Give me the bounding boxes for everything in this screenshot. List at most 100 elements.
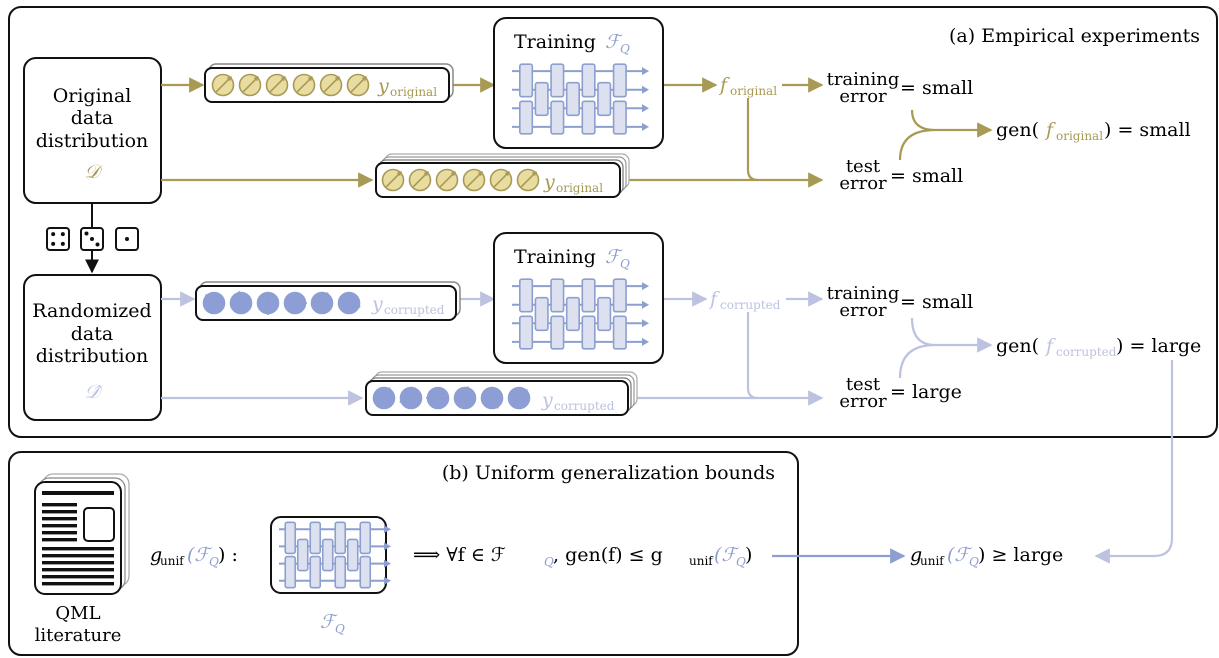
circuit-gate <box>519 100 534 135</box>
qubit-icon <box>516 168 540 192</box>
original-training-box: Training ℱ Q <box>493 17 664 149</box>
wire-arrow-icon <box>642 337 649 346</box>
randomized-box-line-3: distribution <box>36 345 149 367</box>
g-unif-arg-sub: Q <box>209 555 219 569</box>
qubit-icon <box>462 168 486 192</box>
qubit-icon <box>507 386 531 410</box>
circuit-gate <box>565 81 580 117</box>
implication-text: ⟹ ∀f ∈ ℱ <box>413 544 506 566</box>
wire-arrow-icon <box>642 104 649 113</box>
document-line <box>42 568 114 572</box>
g-unif-sub: unif <box>160 554 185 568</box>
original-distribution-box: Original data distribution 𝒟 <box>23 57 162 204</box>
circuit-gate <box>612 278 627 313</box>
circuit-gate <box>550 63 565 98</box>
circuit-gate <box>581 63 596 98</box>
qubit-icon <box>399 386 423 410</box>
die-icon <box>115 227 139 251</box>
original-training-symbol-sub: Q <box>620 42 630 56</box>
result-arg: (ℱ <box>947 544 972 566</box>
circuit-caption: ℱ <box>320 611 338 633</box>
randomized-training-symbol: ℱ <box>605 246 623 268</box>
document-line <box>42 510 77 514</box>
wire-arrow-icon <box>642 282 649 291</box>
randomized-training-error-value: = small <box>900 291 973 313</box>
g-unif-arg: (ℱ <box>187 544 212 566</box>
original-box-line-1: Original <box>53 85 132 107</box>
qubit-icon <box>408 168 432 192</box>
circuit-gate <box>534 81 549 117</box>
result-g: g <box>910 544 922 566</box>
gen-original-f-sub: original <box>1056 129 1103 143</box>
qubit-icon <box>283 291 307 315</box>
g-unif-definition: g unif (ℱ Q ) : <box>150 544 238 569</box>
original-train-label-sub: original <box>390 85 437 99</box>
result-close: ) ≥ large <box>978 544 1063 566</box>
panel-b-frame <box>8 451 799 656</box>
original-test-error-line-2: error <box>839 173 887 194</box>
document-line <box>42 561 114 565</box>
gen-corrupted-merge <box>898 317 991 379</box>
result-g-sub: unif <box>920 554 945 568</box>
implication-statement: ⟹ ∀f ∈ ℱ Q , gen(f) ≤ g unif (ℱ Q ) <box>413 544 752 569</box>
panel-a-title: (a) Empirical experiments <box>949 25 1200 47</box>
circuit-gate <box>581 100 596 135</box>
randomized-distribution-symbol: 𝒟̂ <box>84 381 103 403</box>
circuit-gate <box>519 63 534 98</box>
gen-corrupted-f: f <box>1044 335 1056 357</box>
circuit-gate <box>296 538 309 572</box>
g-unif-arg-close: ) : <box>218 544 238 566</box>
gen-corrupted-prefix: gen( <box>996 335 1039 357</box>
qubit-icon <box>229 291 253 315</box>
circuit-gate <box>309 521 322 555</box>
document-line <box>42 538 77 542</box>
circuit-gate <box>597 296 612 332</box>
gen-original-merge <box>898 109 991 161</box>
qubit-icon <box>310 291 334 315</box>
qubit-icon <box>426 386 450 410</box>
document-line <box>42 547 114 551</box>
circuit-gate <box>309 555 322 589</box>
document-line <box>42 517 77 521</box>
qubit-icon <box>346 73 370 97</box>
randomized-train-label: y <box>371 293 383 315</box>
f-corrupted-label: f <box>708 288 720 310</box>
circuit-gate <box>534 296 549 332</box>
wire-arrow-icon <box>384 542 391 551</box>
implication-tail-sub: Q <box>736 555 746 569</box>
qubit-icon <box>211 73 235 97</box>
arrow-f-original-down <box>746 98 759 182</box>
die-icon <box>46 227 70 251</box>
qubit-icon <box>337 291 361 315</box>
panel-b-circuit-box <box>270 516 391 594</box>
qubit-icon <box>489 168 513 192</box>
original-test-error-value: = small <box>890 165 963 187</box>
circuit-gate <box>581 315 596 350</box>
circuit-gate <box>565 296 580 332</box>
original-training-symbol: ℱ <box>605 31 623 53</box>
circuit-gate <box>550 278 565 313</box>
original-test-set: y original <box>375 153 630 198</box>
randomized-test-error-value: = large <box>890 381 962 403</box>
circuit-gate <box>519 315 534 350</box>
arrow-gen-corrupted-to-bound <box>1094 360 1174 564</box>
qubit-icon <box>292 73 316 97</box>
arrow-f-corrupted-down <box>746 312 759 400</box>
qubit-icon <box>381 168 405 192</box>
implication-sub: Q <box>544 555 554 569</box>
gen-original-prefix: gen( <box>996 119 1039 141</box>
original-training-error-line-1: training <box>827 69 900 90</box>
original-train-label: y <box>377 75 389 97</box>
circuit-gate <box>334 521 347 555</box>
qubit-icon <box>453 386 477 410</box>
f-original-label: f <box>718 74 730 96</box>
wire-arrow-icon <box>384 525 391 534</box>
gen-corrupted-f-sub: corrupted <box>1056 345 1117 359</box>
original-train-set: y original <box>204 63 454 103</box>
original-test-label-sub: original <box>556 181 603 195</box>
implication-g-sub: unif <box>689 554 714 568</box>
document-line <box>42 575 114 579</box>
circuit-gate <box>597 81 612 117</box>
original-training-title: Training <box>514 31 596 53</box>
circuit-gate <box>321 538 334 572</box>
